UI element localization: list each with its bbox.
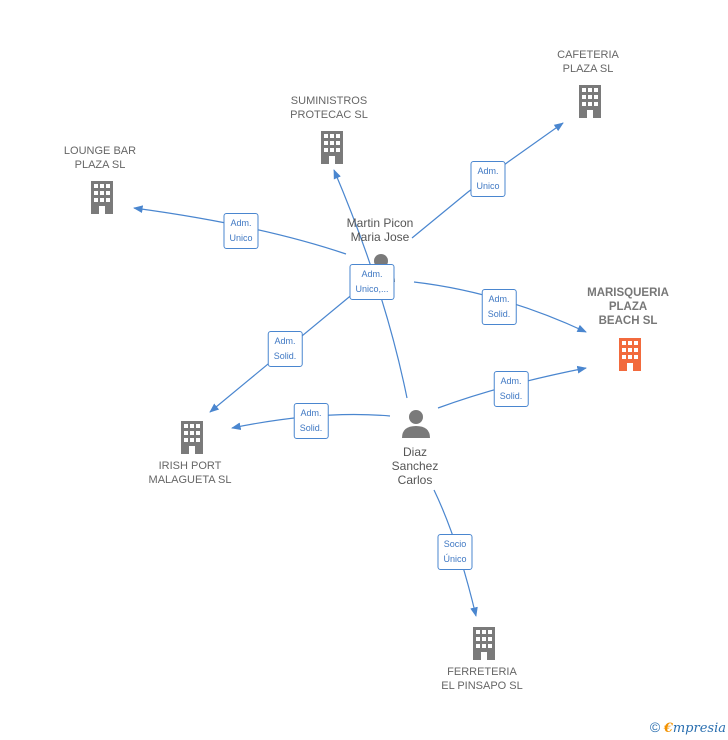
brand-logo-initial: € — [663, 721, 673, 736]
edge-label-martin-multi[interactable]: Adm. Unico,... — [349, 264, 395, 300]
edge-label-line2: Solid. — [487, 309, 511, 319]
edge-label-line2: Unico — [476, 181, 500, 191]
marisqueria-label-line2: PLAZA — [608, 301, 648, 313]
edge-label-line1: Adm. — [477, 166, 499, 176]
diaz-label-line2: Sanchez — [391, 459, 439, 473]
edge-label-line2: Solid. — [273, 351, 297, 361]
ferreteria-label-line2: EL PINSAPO SL — [441, 680, 523, 692]
edge-label-line2: Único — [443, 554, 467, 564]
marisqueria-label[interactable]: MARISQUERIA PLAZA BEACH SL — [587, 286, 669, 328]
diaz-label-line1: Diaz — [402, 445, 428, 459]
lounge-label[interactable]: LOUNGE BAR PLAZA SL — [64, 144, 136, 172]
martin-label-line1: Martin Picon — [346, 216, 414, 230]
edge-label-line1: Adm. — [274, 336, 296, 346]
diaz-person-icon[interactable] — [401, 408, 431, 438]
copyright-symbol: © — [649, 719, 661, 735]
edge-label-line1: Adm. — [230, 218, 252, 228]
ferreteria-label[interactable]: FERRETERIA EL PINSAPO SL — [441, 665, 523, 693]
cafeteria-label-line2: PLAZA SL — [562, 63, 614, 75]
edge-label-diaz-irish[interactable]: Adm. Solid. — [293, 403, 329, 439]
edge-label-line2: Solid. — [299, 423, 323, 433]
brand-logo-text: mpresia — [672, 721, 726, 736]
martin-label-line2: Maria Jose — [350, 230, 410, 244]
cafeteria-label-line1: CAFETERIA — [557, 49, 619, 61]
brand-footer[interactable]: © €mpresia — [650, 719, 726, 736]
diaz-label[interactable]: Diaz Sanchez Carlos — [392, 445, 439, 487]
cafeteria-building-icon[interactable] — [574, 84, 606, 118]
edge-label-line1: Adm. — [300, 408, 322, 418]
ferreteria-building-icon[interactable] — [468, 626, 500, 660]
irish-label-line2: MALAGUETA SL — [148, 474, 232, 486]
marisqueria-building-icon[interactable] — [614, 337, 646, 371]
ferreteria-label-line1: FERRETERIA — [447, 666, 517, 678]
cafeteria-label[interactable]: CAFETERIA PLAZA SL — [557, 48, 619, 76]
suministros-label-line1: SUMINISTROS — [290, 95, 368, 107]
edge-label-line1: Adm. — [500, 376, 522, 386]
irish-building-icon[interactable] — [176, 420, 208, 454]
edge-label-martin-marisqueria[interactable]: Adm. Solid. — [481, 289, 517, 325]
edge-label-line2: Unico — [229, 233, 253, 243]
edge-label-line1: Adm. — [488, 294, 510, 304]
edge-label-diaz-marisqueria[interactable]: Adm. Solid. — [493, 371, 529, 407]
edge-label-diaz-ferreteria[interactable]: Socio Único — [437, 534, 473, 570]
suministros-label-line2: PROTECAC SL — [290, 109, 368, 121]
edge-label-martin-cafeteria[interactable]: Adm. Unico — [470, 161, 506, 197]
lounge-label-line1: LOUNGE BAR — [63, 145, 137, 157]
diaz-label-line3: Carlos — [397, 473, 433, 487]
edge-label-martin-irish[interactable]: Adm. Solid. — [267, 331, 303, 367]
marisqueria-label-line1: MARISQUERIA — [587, 287, 669, 299]
suministros-label[interactable]: SUMINISTROS PROTECAC SL — [290, 94, 368, 122]
marisqueria-label-line3: BEACH SL — [598, 315, 658, 327]
suministros-building-icon[interactable] — [316, 130, 348, 164]
edge-label-line2: Unico,... — [355, 284, 389, 294]
irish-label-line1: IRISH PORT — [158, 460, 222, 472]
lounge-building-icon[interactable] — [86, 180, 118, 214]
edge-label-line1: Socio — [443, 539, 467, 549]
lounge-label-line2: PLAZA SL — [74, 159, 126, 171]
martin-label[interactable]: Martin Picon Maria Jose — [347, 216, 414, 244]
edge-label-martin-lounge[interactable]: Adm. Unico — [223, 213, 259, 249]
irish-label[interactable]: IRISH PORT MALAGUETA SL — [149, 459, 232, 487]
edge-label-line1: Adm. — [361, 269, 383, 279]
edge-label-line2: Solid. — [499, 391, 523, 401]
